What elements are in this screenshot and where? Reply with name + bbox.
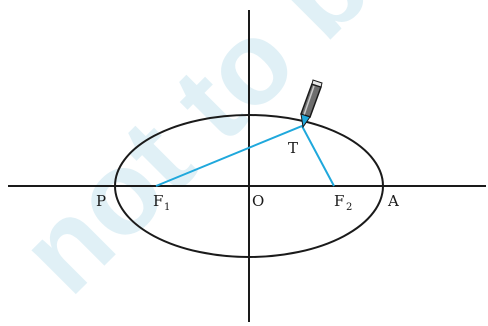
ellipse xyxy=(114,114,384,258)
label-F1: F xyxy=(153,192,163,210)
label-F1-main: F xyxy=(153,192,163,210)
label-F2: F xyxy=(334,192,344,210)
label-F1-subscript: 1 xyxy=(164,202,170,213)
label-P: P xyxy=(96,192,106,210)
label-F2-main: F xyxy=(334,192,344,210)
label-O: O xyxy=(252,192,264,210)
label-F2-subscript: 2 xyxy=(346,202,352,213)
pencil-icon xyxy=(300,79,323,129)
string-line xyxy=(155,124,335,187)
label-A: A xyxy=(387,192,399,210)
label-T: T xyxy=(288,139,298,157)
